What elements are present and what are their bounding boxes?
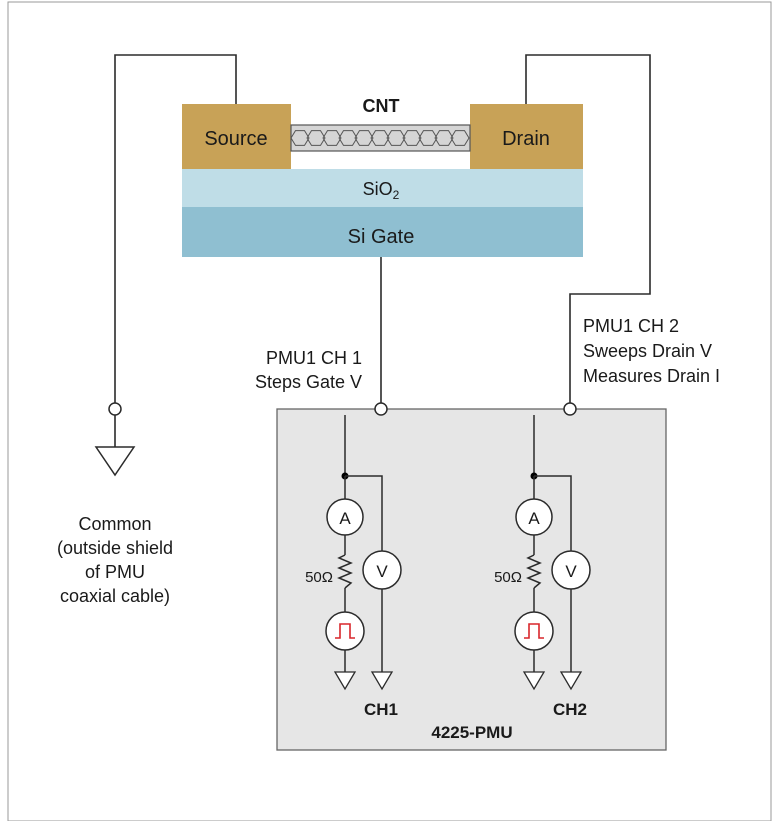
ch1-resistor-label: 50Ω xyxy=(305,569,333,586)
drain-ch2-wire xyxy=(525,54,651,403)
ch2-source-ground-icon xyxy=(522,671,546,691)
pmu-name: 4225-PMU xyxy=(431,723,512,742)
cnt-label: CNT xyxy=(363,96,400,116)
cnt-hexagon xyxy=(386,130,406,146)
cnt-hexagon xyxy=(290,130,310,146)
ch1-terminal xyxy=(374,402,388,416)
common-label-3: of PMU xyxy=(85,562,145,582)
ch1-pulse-source-icon xyxy=(325,611,365,651)
ch2-voltmeter-label: V xyxy=(565,562,577,581)
cnt-hexagon xyxy=(306,130,326,146)
common-ground-icon xyxy=(94,446,136,477)
ch2-title: PMU1 CH 2 xyxy=(583,316,679,336)
si-gate-label: Si Gate xyxy=(348,226,415,248)
cnt-hexagon xyxy=(434,130,454,146)
ch1-title: PMU1 CH 1 xyxy=(266,348,362,368)
ch1-desc: Steps Gate V xyxy=(255,372,362,392)
ch1-source-ground-icon xyxy=(333,671,357,691)
ch1-ammeter-label: A xyxy=(339,509,351,528)
sio2-label-subscript: 2 xyxy=(393,188,400,202)
ch1-voltmeter-label: V xyxy=(376,562,388,581)
common-label-1: Common xyxy=(78,514,151,534)
cnt-hexagon xyxy=(402,130,422,146)
cnt-tube-icon xyxy=(290,124,471,152)
ch2-label: CH2 xyxy=(553,700,587,719)
common-label-2: (outside shield xyxy=(57,538,173,558)
source-electrode xyxy=(182,104,291,169)
pmu-channel-2: A 50Ω V xyxy=(494,415,591,691)
cnt-hexagon xyxy=(418,130,438,146)
drain-label: Drain xyxy=(502,128,550,150)
ch1-voltmeter-wire xyxy=(345,475,383,551)
ch1-voltmeter-ground-icon xyxy=(370,671,394,691)
cnt-hexagon xyxy=(370,130,390,146)
ch2-voltmeter-ground-icon xyxy=(559,671,583,691)
pmu-box xyxy=(276,408,667,751)
ch2-resistor-icon xyxy=(526,554,542,589)
cnt-hexagon xyxy=(338,130,358,146)
sio2-layer xyxy=(182,169,583,207)
ch2-ammeter-label: A xyxy=(528,509,540,528)
figure-frame xyxy=(7,1,772,821)
cnt-hexagon xyxy=(322,130,342,146)
sio2-label: SiO2 xyxy=(363,179,400,202)
source-common-wire xyxy=(114,54,237,403)
ch2-terminal xyxy=(563,402,577,416)
ch2-pulse-source-icon xyxy=(514,611,554,651)
sio2-label-main: SiO xyxy=(363,179,393,199)
pmu-channel-1: A 50Ω V xyxy=(305,415,402,691)
ch2-desc-1: Sweeps Drain V xyxy=(583,341,712,361)
common-label-4: coaxial cable) xyxy=(60,586,170,606)
ch1-resistor-icon xyxy=(337,554,353,589)
ch1-pulse-waveform-icon xyxy=(335,623,355,639)
cnt-hexagon xyxy=(354,130,374,146)
source-label: Source xyxy=(204,128,267,150)
drain-electrode xyxy=(470,104,583,169)
ch1-label: CH1 xyxy=(364,700,398,719)
ch2-resistor-label: 50Ω xyxy=(494,569,522,586)
cnt-hexagon xyxy=(450,130,470,146)
ch2-desc-2: Measures Drain I xyxy=(583,366,720,386)
ch2-voltmeter-wire xyxy=(534,475,572,551)
common-terminal xyxy=(108,402,122,416)
ch2-pulse-waveform-icon xyxy=(524,623,544,639)
si-gate-layer xyxy=(182,206,583,257)
